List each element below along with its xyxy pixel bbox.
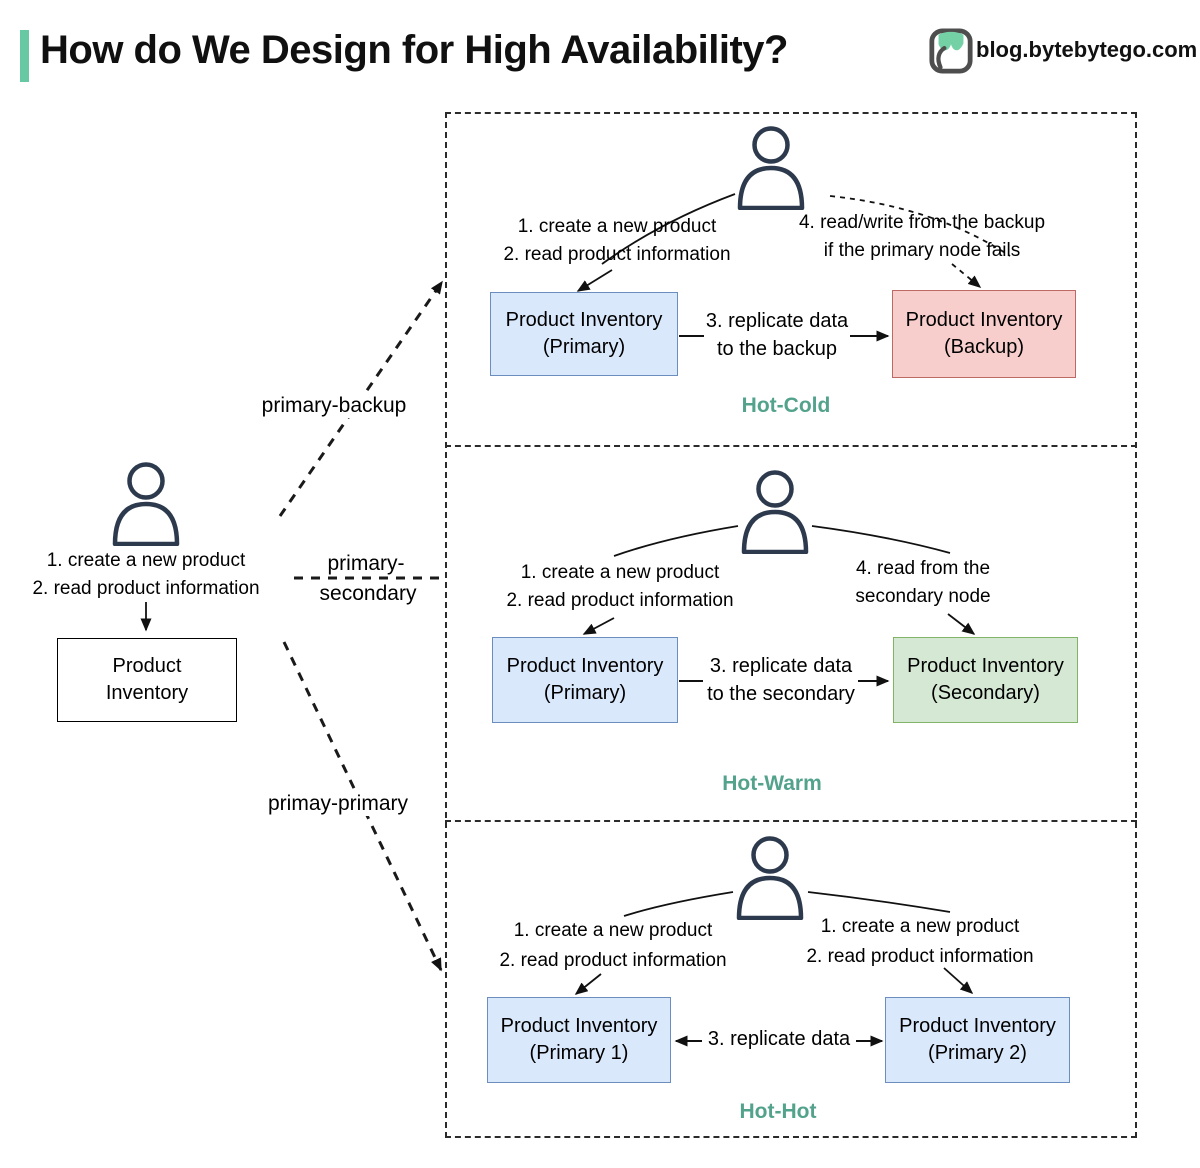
p3-primary2-node-box: Product Inventory (Primary 2) [885, 997, 1070, 1083]
p1-primary-line-1: Product Inventory [505, 309, 663, 331]
panel-divider-1 [445, 445, 1137, 447]
user-icon [744, 473, 806, 553]
p2-right-action-1: 4. read from the [855, 558, 991, 579]
p3-primary2-line-2: (Primary 2) [928, 1042, 1027, 1064]
user-icon [740, 129, 802, 209]
p3-tag-hot-hot: Hot-Hot [739, 1100, 817, 1123]
p1-replicate-line-1: 3. replicate data [705, 310, 849, 332]
p1-backup-line-2: (Backup) [943, 336, 1025, 358]
client-action-1: 1. create a new product [46, 550, 246, 571]
user-icon [115, 465, 177, 545]
p2-tag-hot-warm: Hot-Warm [722, 772, 822, 795]
p2-secondary-node-box: Product Inventory (Secondary) [893, 637, 1078, 723]
client-box-line-1: Product [112, 655, 182, 677]
title-accent-bar [20, 30, 29, 82]
p3-primary1-node-box: Product Inventory (Primary 1) [487, 997, 671, 1083]
branch-label-primary-secondary-line1: primary- [323, 552, 409, 576]
p1-replicate-line-2: to the backup [716, 338, 838, 360]
p3-replicate-line-1: 3. replicate data [707, 1028, 851, 1050]
p2-secondary-line-1: Product Inventory [907, 655, 1064, 677]
p2-replicate-line-2: to the secondary [707, 683, 855, 705]
p1-left-action-1: 1. create a new product [517, 216, 717, 237]
p1-tag-hot-cold: Hot-Cold [741, 394, 831, 417]
bytebytego-logo-icon [929, 28, 973, 74]
p2-primary-line-1: Product Inventory [506, 655, 664, 677]
p1-primary-node-box: Product Inventory (Primary) [490, 292, 678, 376]
p3-right-action-2: 2. read product information [806, 946, 1034, 967]
p1-right-action-1: 4. read/write from the backup [798, 212, 1046, 233]
p3-primary1-line-2: (Primary 1) [529, 1042, 629, 1064]
client-action-2: 2. read product information [32, 578, 260, 599]
p2-left-action-1: 1. create a new product [520, 562, 720, 583]
branch-label-primary-backup: primary-backup [257, 394, 411, 418]
p2-right-action-2: secondary node [855, 586, 991, 607]
page-title: How do We Design for High Availability? [40, 28, 788, 72]
client-product-inventory-box: Product Inventory [57, 638, 237, 722]
p3-primary1-line-1: Product Inventory [500, 1015, 658, 1037]
p2-primary-node-box: Product Inventory (Primary) [492, 637, 678, 723]
p1-backup-node-box: Product Inventory (Backup) [892, 290, 1076, 378]
p3-primary2-line-1: Product Inventory [899, 1015, 1056, 1037]
user-icon [739, 839, 801, 919]
site-url-label: blog.bytebytego.com [976, 37, 1198, 62]
p1-right-action-2: if the primary node fails [823, 240, 1021, 261]
panels-frame [445, 112, 1137, 1138]
branch-label-primary-primary: primay-primary [263, 792, 413, 816]
p2-replicate-line-1: 3. replicate data [709, 655, 853, 677]
client-box-line-2: Inventory [105, 682, 189, 704]
p1-primary-line-2: (Primary) [542, 336, 626, 358]
p1-left-action-2: 2. read product information [503, 244, 731, 265]
p3-right-action-1: 1. create a new product [820, 916, 1020, 937]
p2-secondary-line-2: (Secondary) [931, 682, 1040, 704]
panel-divider-2 [445, 820, 1137, 822]
p2-primary-line-2: (Primary) [543, 682, 627, 704]
branch-label-primary-secondary-line2: secondary [315, 582, 421, 606]
p3-left-action-2: 2. read product information [499, 950, 727, 971]
p2-left-action-2: 2. read product information [506, 590, 734, 611]
p1-backup-line-1: Product Inventory [905, 309, 1063, 331]
p3-left-action-1: 1. create a new product [513, 920, 713, 941]
